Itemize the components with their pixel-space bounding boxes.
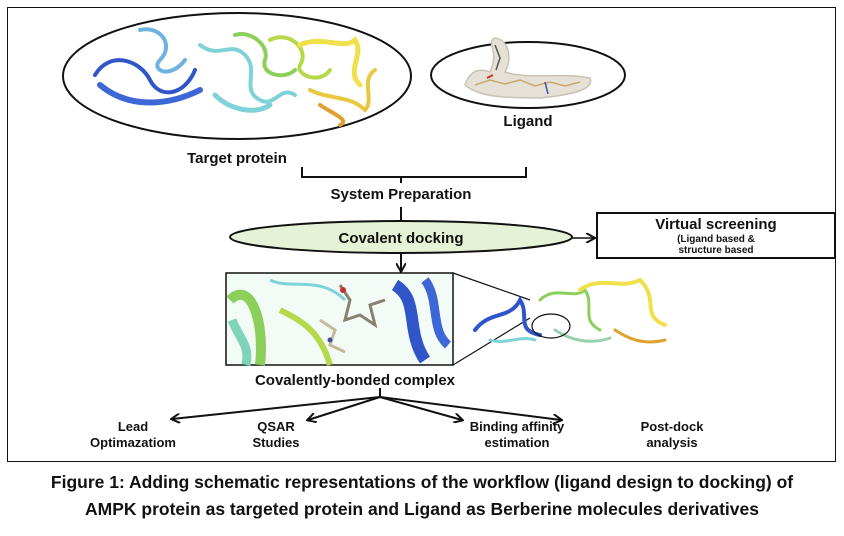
virtual-screening-title: Virtual screening xyxy=(655,216,776,233)
arrow-to-lead-optimization xyxy=(172,396,381,419)
target-protein-label: Target protein xyxy=(187,150,287,167)
ligand-label: Ligand xyxy=(503,113,552,130)
outcome-postdock-line2: analysis xyxy=(646,435,697,450)
outcome-qsar-line1: QSAR xyxy=(257,419,295,434)
outcome-binding-line2: estimation xyxy=(484,435,549,450)
arrow-to-post-dock xyxy=(379,396,561,420)
protein-ribbon-icon xyxy=(93,27,377,127)
arrow-to-binding-affinity xyxy=(379,396,462,420)
virtual-screening-box xyxy=(596,212,836,259)
arrow-to-qsar xyxy=(308,396,381,420)
binding-site-circle xyxy=(531,313,571,339)
outcome-lead-line2: Optimazatiom xyxy=(90,435,176,450)
outcome-postdock-line1: Post-dock xyxy=(641,419,705,434)
merge-bracket xyxy=(301,167,527,183)
outcome-binding-line1: Binding affinity xyxy=(470,419,565,434)
outcome-qsar-line2: Studies xyxy=(253,435,300,450)
complex-overview-protein-icon xyxy=(473,277,667,344)
target-protein-node xyxy=(62,12,412,140)
figure-caption: Figure 1: Adding schematic representatio… xyxy=(0,469,844,523)
covalent-docking-label: Covalent docking xyxy=(338,230,463,247)
system-preparation-label: System Preparation xyxy=(331,186,472,203)
ligand-node xyxy=(430,37,626,109)
outcome-lead-line1: Lead xyxy=(118,419,148,434)
virtual-screening-line2: structure based xyxy=(678,245,753,256)
target-protein-ellipse xyxy=(62,12,412,140)
ligand-molecule-icon xyxy=(464,37,592,99)
complex-label: Covalently-bonded complex xyxy=(255,372,456,389)
virtual-screening-line1: (Ligand based & xyxy=(677,234,755,245)
caption-line-2: AMPK protein as targeted protein and Lig… xyxy=(85,499,759,519)
caption-line-1: Figure 1: Adding schematic representatio… xyxy=(50,472,794,492)
complex-closeup-image xyxy=(225,272,454,366)
